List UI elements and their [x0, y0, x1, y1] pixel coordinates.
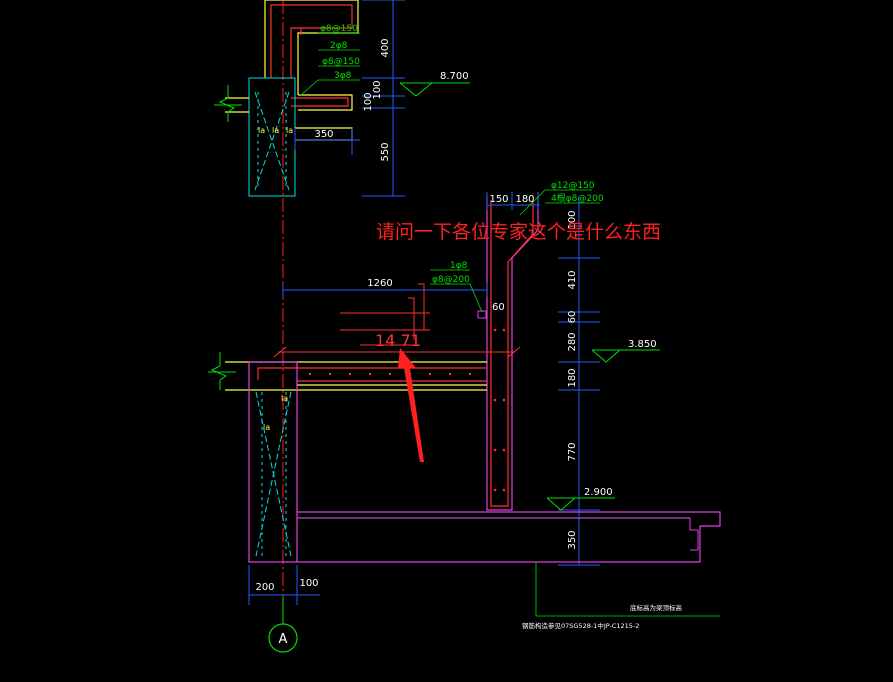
right-column-rebar: [490, 200, 534, 507]
rebar-label-right1: φ12@150: [551, 181, 595, 191]
middle-slab: [225, 361, 487, 391]
elevation-1: 8.700: [440, 71, 469, 82]
note-2: 钢筋构造参见07SG528-1中JP-C1215-2: [522, 621, 639, 630]
anchor-marks: la la la la la: [258, 126, 293, 432]
slab-dots: [308, 372, 472, 376]
axis-label: A: [279, 632, 288, 647]
anchor-label: la: [281, 394, 288, 403]
anchor-label: la: [258, 126, 265, 135]
top-dimension-chain: [294, 0, 405, 197]
anchor-label: la: [286, 126, 293, 135]
measure-red: [273, 283, 521, 358]
mid-rebar-annotations: [430, 269, 483, 313]
bottom-dims: [248, 565, 320, 605]
rebar-label-mid1: 1φ8: [450, 261, 468, 271]
dim-350: 350: [567, 530, 578, 549]
dim-550: 550: [380, 142, 391, 161]
middle-slab-rebar: [257, 367, 487, 382]
dim-100b: 100: [363, 92, 374, 111]
note-1: 底标高为梁顶标高: [630, 603, 683, 612]
right-rebar-annotations: [519, 189, 600, 216]
dim-60a: 60: [492, 302, 505, 313]
upper-break: [214, 85, 242, 122]
notes-leader: [535, 562, 720, 617]
dim-770: 770: [567, 442, 578, 461]
right-column-stirrups: [493, 328, 506, 492]
rebar-label-mid2: φ8@200: [432, 275, 470, 285]
bottom-slab: [297, 511, 721, 563]
upper-column: [248, 77, 296, 197]
dim-280: 280: [567, 332, 578, 351]
marked-value: 14 71: [375, 331, 421, 350]
dim-100c: 100: [567, 210, 578, 229]
rebar-label-right2: 4根φ8@200: [551, 192, 604, 204]
bottom-slab-detail: [689, 518, 699, 551]
elevation-3: 2.900: [584, 487, 613, 498]
dim-100d: 100: [299, 578, 318, 589]
question-text: 请问一下各位专家这个是什么东西: [376, 221, 661, 243]
elevation-mark-2: [591, 349, 660, 363]
dim-410: 410: [567, 270, 578, 289]
upper-rebar: [270, 4, 353, 107]
right-top-dims: [486, 192, 540, 210]
dim-150: 150: [489, 194, 508, 205]
elevation-mark-1: [399, 82, 470, 97]
elevation-mark-3: [546, 497, 615, 511]
upper-wall: [264, 0, 359, 111]
axis-bubble: A: [268, 597, 298, 653]
small-marker: [477, 310, 487, 319]
dim-60b: 60: [567, 311, 578, 324]
anchor-label: la: [263, 423, 270, 432]
lower-column-section: [255, 391, 292, 557]
dim-1260: 1260: [367, 278, 392, 289]
dim-400: 400: [380, 38, 391, 57]
lower-column: [248, 361, 298, 563]
top-rebar-annotations: [299, 32, 360, 97]
middle-break: [208, 352, 236, 390]
dim-180-top: 180: [515, 194, 534, 205]
elevation-2: 3.850: [628, 339, 657, 350]
rebar-label-top1: φ8@150: [320, 24, 358, 34]
rebar-label-top2: 2φ8: [330, 41, 348, 51]
pointer-arrow: [398, 348, 424, 462]
rebar-label-top3: φ8@150: [322, 57, 360, 67]
right-column: [486, 196, 539, 511]
rebar-label-top4: 3φ8: [334, 71, 352, 81]
dim-200: 200: [255, 582, 274, 593]
dim-180: 180: [567, 368, 578, 387]
right-dimension-chain: [558, 196, 600, 566]
anchor-label: la: [272, 126, 279, 135]
measure-1260: [282, 283, 488, 297]
dim-100a: 100: [372, 80, 383, 99]
dim-350-top: 350: [314, 129, 333, 140]
